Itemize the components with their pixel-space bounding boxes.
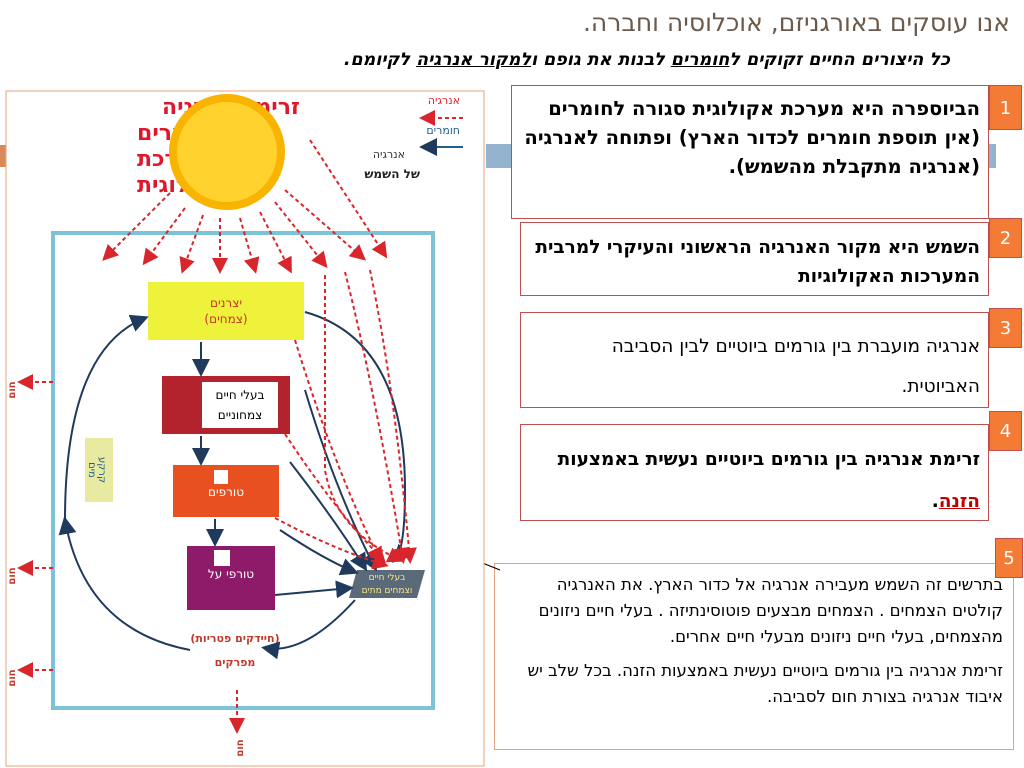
card-number-1: 1: [989, 85, 1022, 130]
card-number-5: 5: [995, 538, 1023, 578]
card-number-2: 2: [989, 218, 1022, 258]
heat-label-4: חום: [235, 739, 246, 756]
heat-arrows: [17, 374, 245, 734]
sun-label-2: של השמש: [364, 167, 420, 181]
top-predators-marker: [214, 550, 230, 566]
top-predators-label: טורפי על: [208, 567, 254, 581]
predators-label: טורפים: [208, 485, 244, 499]
decomposers-label-1: (חיידקים פטריות): [190, 632, 279, 645]
heat-label-3: חום: [7, 669, 18, 686]
top-predators-box: [187, 546, 275, 610]
sun-rays: [102, 139, 388, 274]
energy-flow-arrows: [274, 269, 417, 570]
legend-matter-label: חומרים: [426, 124, 460, 137]
ecosystem-frame: [51, 231, 435, 710]
explanation-paragraph-1: בתרשים זה השמש מעבירה אנרגיה אל כדור האר…: [538, 575, 1003, 646]
card-number-3: 3: [989, 308, 1022, 348]
page-title: אנו עוסקים באורגניזם, אוכלוסיה וחברה.: [582, 8, 1010, 37]
energy-flow-diagram: זרימת אנרגיה וחומרים במערכת אקולוגית אנר…: [5, 90, 485, 767]
soil-water-label-2: מים: [86, 462, 97, 478]
heat-label-1: חום: [7, 381, 18, 398]
explanation-paragraph-2: זרימת אנרגיה בין גורמים ביוטיים נעשית בא…: [527, 661, 1003, 706]
herbivores-label-bg: [202, 382, 278, 428]
card-energy-transfer: אנרגיה מועברת בין גורמים ביוטיים לבין הס…: [520, 312, 989, 408]
page-subtitle: כל היצורים החיים זקוקים לחומרים לבנות את…: [343, 50, 950, 70]
soil-water-label-1: קרקע: [96, 457, 107, 483]
accent-tab: [0, 145, 8, 167]
matter-flow-arrows: [58, 311, 412, 660]
card-sun-source: השמש היא מקור האנרגיה הראשוני והעיקרי למ…: [520, 222, 989, 296]
card-feeding: זרימת אנרגיה בין גורמים ביוטיים נעשית בא…: [520, 424, 989, 521]
soil-water-box: [85, 438, 113, 502]
predators-marker: [214, 470, 228, 484]
card-number-4: 4: [989, 411, 1022, 451]
producers-label-2: (צמחים): [204, 312, 247, 326]
card-diagram-explanation: בתרשים זה השמש מעבירה אנרגיה אל כדור האר…: [494, 563, 1014, 750]
dead-organisms-label-1: בעלי חיים: [369, 573, 406, 583]
sun-core: [177, 102, 277, 202]
herbivores-label-2: צמחוניים: [218, 408, 263, 422]
legend-energy-label: אנרגיה: [428, 94, 460, 107]
card-biosphere: הביוספרה היא מערכת אקולוגית סגורה לחומרי…: [511, 85, 989, 219]
producers-label-1: יצרנים: [210, 296, 242, 310]
heat-label-2: חום: [7, 567, 18, 584]
producers-box: [148, 282, 304, 340]
decomposers-label-2: מפרקים: [215, 656, 256, 669]
herbivores-label-1: בעלי חיים: [216, 388, 265, 402]
sun-label-1: אנרגיה: [373, 148, 405, 161]
dead-organisms-box: [349, 570, 425, 598]
dead-organisms-label-2: וצמחים מתים: [362, 586, 413, 596]
